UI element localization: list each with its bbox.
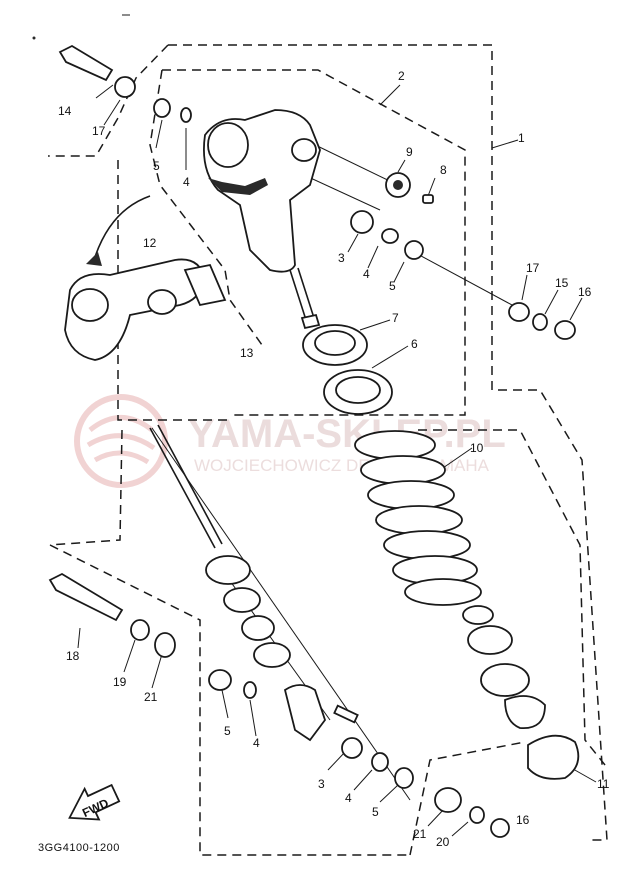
lock-nuts bbox=[302, 324, 393, 415]
part-label-5-a: 5 bbox=[153, 159, 160, 173]
part-label-19: 19 bbox=[113, 675, 127, 689]
spring-seat-parts bbox=[462, 605, 580, 780]
watermark-logo bbox=[74, 394, 168, 488]
relay-arm bbox=[64, 258, 227, 361]
part-label-3-lower: 3 bbox=[318, 777, 325, 791]
part-label-2: 2 bbox=[398, 69, 405, 83]
part-label-4-d: 4 bbox=[345, 791, 352, 805]
part-label-5-d: 5 bbox=[372, 805, 379, 819]
part-label-5-c: 5 bbox=[224, 724, 231, 738]
lower-rod bbox=[149, 424, 223, 549]
part-labels: 1 2 3 3 4 4 4 4 5 5 5 5 6 7 8 9 10 11 12… bbox=[58, 69, 610, 849]
part-label-4-b: 4 bbox=[363, 267, 370, 281]
part-label-21-right: 21 bbox=[413, 827, 427, 841]
part-label-10: 10 bbox=[470, 441, 484, 455]
part-label-1: 1 bbox=[518, 131, 525, 145]
watermark-title: YAMA-SKLEP.PL bbox=[188, 412, 506, 456]
bolt-18 bbox=[48, 572, 176, 658]
coil-spring bbox=[354, 430, 482, 606]
part-label-11: 11 bbox=[597, 777, 610, 791]
part-label-9: 9 bbox=[406, 145, 413, 159]
part-label-6: 6 bbox=[411, 337, 418, 351]
diagram-part-code: 3GG4100-1200 bbox=[38, 842, 120, 854]
part-label-4-a: 4 bbox=[183, 175, 190, 189]
part-label-17-right: 17 bbox=[526, 261, 540, 275]
forward-direction-icon: FWD bbox=[68, 783, 121, 821]
part-label-20: 20 bbox=[436, 835, 450, 849]
upper-mount-parts bbox=[350, 210, 576, 340]
part-label-3-upper: 3 bbox=[338, 251, 345, 265]
adjuster-knob bbox=[385, 172, 411, 198]
assembly-boundaries bbox=[48, 44, 608, 856]
part-label-5-b: 5 bbox=[389, 279, 396, 293]
assembly-arrow bbox=[86, 195, 151, 266]
scan-marks bbox=[32, 14, 130, 40]
part-label-21-left: 21 bbox=[144, 690, 158, 704]
part-label-12: 12 bbox=[143, 236, 157, 250]
part-label-16-lower: 16 bbox=[516, 813, 530, 827]
part-label-16-upper: 16 bbox=[578, 285, 592, 299]
part-label-17-left: 17 bbox=[92, 124, 106, 138]
bolt-14 bbox=[58, 44, 192, 123]
part-label-18: 18 bbox=[66, 649, 80, 663]
shock-absorber-body bbox=[203, 109, 321, 330]
screw-8 bbox=[422, 194, 434, 204]
part-label-8: 8 bbox=[440, 163, 447, 177]
part-label-15: 15 bbox=[555, 276, 569, 290]
part-label-13: 13 bbox=[240, 346, 254, 360]
part-label-4-c: 4 bbox=[253, 736, 260, 750]
part-label-14: 14 bbox=[58, 104, 72, 118]
lower-bushing-stack bbox=[205, 555, 510, 838]
part-label-7: 7 bbox=[392, 311, 399, 325]
